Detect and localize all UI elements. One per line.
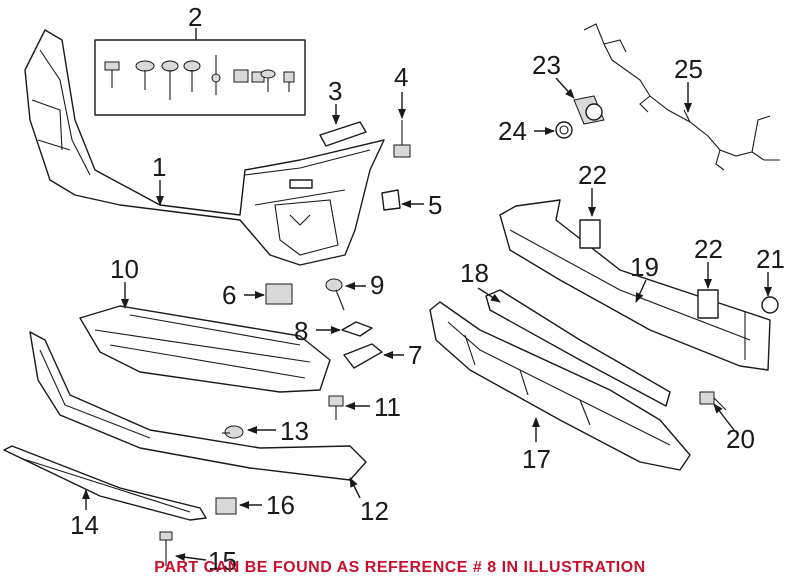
sensor-ring	[555, 121, 573, 139]
callout-7: 7	[408, 340, 422, 370]
callout-8: 8	[294, 316, 308, 346]
callout-22a: 22	[578, 160, 607, 190]
bolt-11	[328, 395, 344, 420]
bolt-20	[699, 391, 727, 411]
cover-plate-7	[343, 343, 383, 369]
kit-rivet-1	[135, 60, 155, 90]
grommet-21	[761, 296, 779, 314]
lower-strip	[3, 445, 207, 521]
callout-20: 20	[726, 424, 755, 454]
reinforcement-beam	[499, 199, 771, 371]
reference-note: PART CAN BE FOUND AS REFERENCE # 8 IN IL…	[154, 559, 645, 576]
kit-screw-1	[161, 60, 179, 100]
kit-clip-1	[233, 69, 249, 83]
callout-5: 5	[428, 190, 442, 220]
lower-spoiler	[29, 331, 367, 481]
callout-24: 24	[498, 116, 527, 146]
wiring-harness	[583, 23, 780, 171]
kit-screw-2	[183, 60, 201, 92]
parking-sensor	[573, 95, 605, 125]
block-22a	[579, 219, 601, 249]
hardware-kit	[94, 39, 306, 116]
callout-16: 16	[266, 490, 295, 520]
callout-25: 25	[674, 54, 703, 84]
callout-22b: 22	[694, 234, 723, 264]
bumper-cover	[24, 29, 385, 266]
callout-6: 6	[222, 280, 236, 310]
callout-19: 19	[630, 252, 659, 282]
bracket-6	[265, 283, 293, 305]
callout-11: 11	[374, 392, 401, 422]
callout-18: 18	[460, 258, 489, 288]
kit-bolt-2	[260, 69, 276, 92]
callout-2: 2	[188, 2, 202, 32]
callout-9: 9	[370, 270, 384, 300]
bolt-13	[222, 425, 244, 439]
callout-23: 23	[532, 50, 561, 80]
callout-21: 21	[756, 244, 785, 274]
screw-9	[325, 278, 345, 311]
energy-absorber	[429, 301, 691, 471]
clip-16	[215, 497, 237, 515]
lower-shield	[79, 305, 331, 393]
callout-13: 13	[280, 416, 309, 446]
kit-pin	[211, 55, 221, 95]
retainer-8	[341, 321, 373, 337]
callout-12: 12	[360, 496, 389, 526]
trim-piece	[319, 121, 367, 147]
callout-14: 14	[70, 510, 99, 540]
kit-bolt-1	[104, 61, 120, 88]
callout-1: 1	[152, 152, 166, 182]
callout-10: 10	[110, 254, 139, 284]
callout-17: 17	[522, 444, 551, 474]
callout-15: 15	[208, 546, 237, 576]
clip-5	[381, 189, 401, 211]
leader-lines	[82, 28, 772, 562]
emblem-mount	[289, 179, 313, 189]
stud-15	[159, 531, 173, 566]
bolt-4	[393, 120, 411, 158]
kit-bolt-3	[283, 71, 295, 92]
block-22b	[697, 289, 719, 319]
bracket-strip	[485, 289, 671, 407]
callout-labels: 2 1 3 4 5 6 9 8 7 10 11 13 12 14 16 15 1…	[70, 2, 785, 576]
callout-3: 3	[328, 76, 342, 106]
callout-4: 4	[394, 62, 408, 92]
